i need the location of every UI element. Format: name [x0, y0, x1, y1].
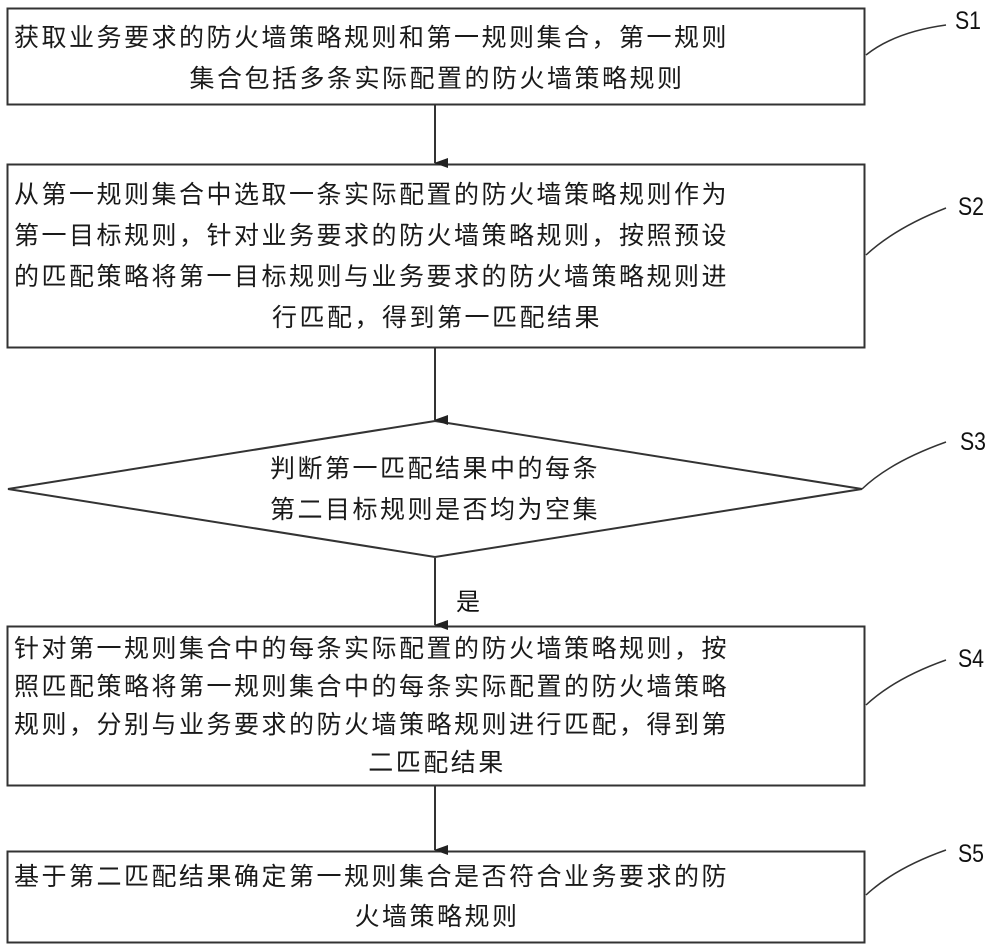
step-s1-box: [6, 7, 866, 106]
step-s2-line-2: 第一目标规则，针对业务要求的防火墙策略规则，按照预设: [14, 221, 730, 250]
step-label-s3: S3: [960, 428, 987, 456]
step-s3-text: 判断第一匹配结果中的每条 第二目标规则是否均为空集: [135, 448, 735, 530]
step-s2-text: 从第一规则集合中选取一条实际配置的防火墙策略规则作为 第一目标规则，针对业务要求…: [14, 174, 860, 338]
leader-line-s2: [865, 207, 947, 256]
step-s3-line-2: 第二目标规则是否均为空集: [269, 495, 600, 524]
step-s2-line-3: 的匹配策略将第一目标规则与业务要求的防火墙策略规则进: [14, 262, 730, 291]
leader-line-s3: [861, 441, 947, 490]
step-s4-line-1: 针对第一规则集合中的每条实际配置的防火墙策略规则，按: [14, 634, 730, 663]
step-s1-line-2: 集合包括多条实际配置的防火墙策略规则: [189, 64, 685, 93]
step-s5-line-1: 基于第二匹配结果确定第一规则集合是否符合业务要求的防: [14, 862, 730, 891]
step-s3-line-1: 判断第一匹配结果中的每条: [269, 454, 600, 483]
step-s3-decision-diamond: [7, 419, 863, 559]
leader-line-s4: [865, 659, 947, 706]
step-s1-line-1: 获取业务要求的防火墙策略规则和第一规则集合，第一规则: [14, 23, 730, 52]
leader-line-s1: [865, 24, 947, 56]
step-s5-line-2: 火墙策略规则: [354, 902, 520, 931]
step-s1-text: 获取业务要求的防火墙策略规则和第一规则集合，第一规则 集合包括多条实际配置的防火…: [14, 17, 860, 99]
step-s2-line-1: 从第一规则集合中选取一条实际配置的防火墙策略规则作为: [14, 180, 730, 209]
step-label-s4: S4: [958, 645, 985, 673]
step-s4-box: [6, 625, 866, 787]
step-s4-line-3: 规则，分别与业务要求的防火墙策略规则进行匹配，得到第: [14, 710, 730, 739]
leader-line-s5: [865, 849, 947, 896]
step-s4-text: 针对第一规则集合中的每条实际配置的防火墙策略规则，按 照匹配策略将第一规则集合中…: [14, 630, 860, 782]
step-s5-box: [6, 850, 866, 944]
step-s2-line-4: 行匹配，得到第一匹配结果: [271, 303, 602, 332]
step-label-s5: S5: [958, 840, 985, 868]
step-s4-line-2: 照匹配策略将第一规则集合中的每条实际配置的防火墙策略: [14, 672, 730, 701]
step-label-s1: S1: [955, 7, 982, 35]
step-s5-text: 基于第二匹配结果确定第一规则集合是否符合业务要求的防 火墙策略规则: [14, 857, 860, 937]
step-s2-box: [6, 163, 866, 349]
step-label-s2: S2: [958, 193, 985, 221]
step-s4-line-4: 二匹配结果: [368, 748, 506, 777]
edge-s3-s4-yes-label: 是: [456, 588, 480, 616]
